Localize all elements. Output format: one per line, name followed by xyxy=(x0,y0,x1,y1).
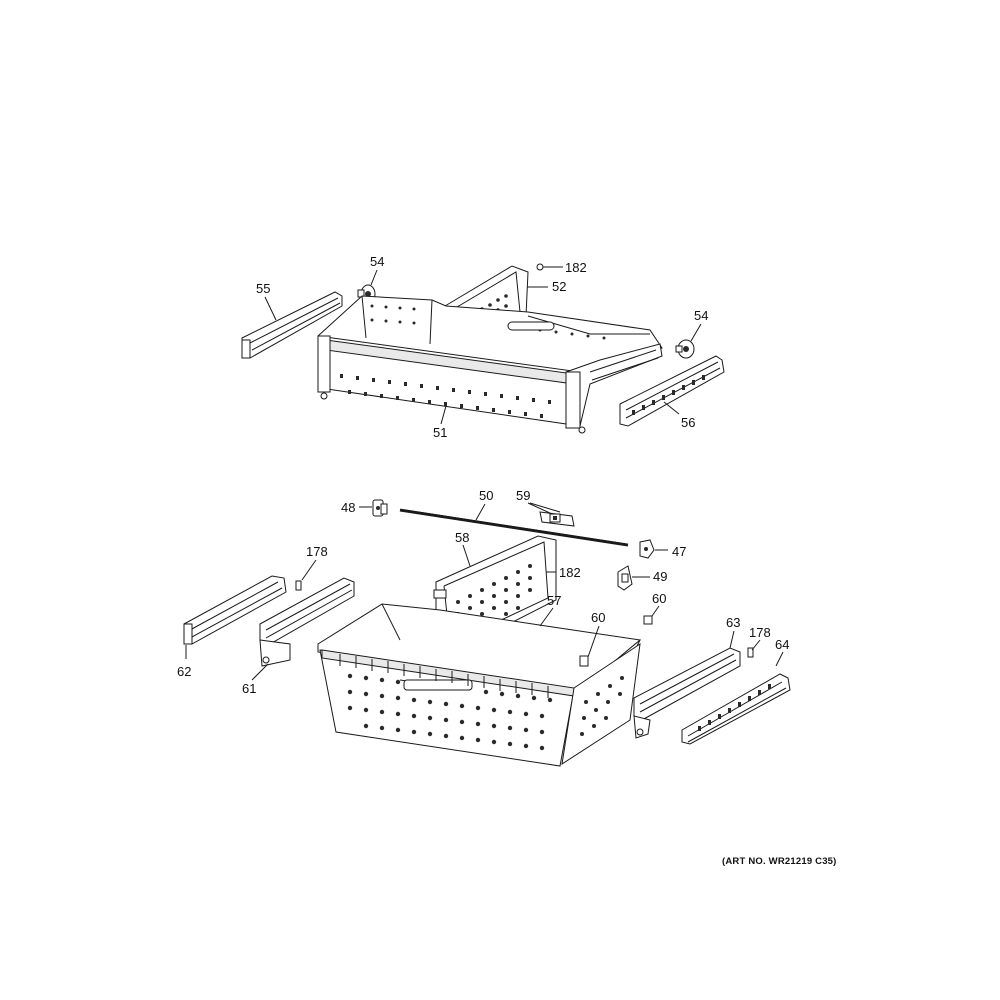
callout-178-left: 178 xyxy=(306,544,328,559)
callout-48: 48 xyxy=(341,500,355,515)
callout-182-upper: 182 xyxy=(565,260,587,275)
part-60-stop-basket xyxy=(579,655,589,667)
callout-labels: 55 54 182 52 54 51 56 48 50 59 47 178 58… xyxy=(177,254,789,696)
part-56-right-rail xyxy=(619,355,725,427)
callout-63: 63 xyxy=(726,615,740,630)
callout-182-lower: 182 xyxy=(559,565,581,580)
callout-57: 57 xyxy=(547,593,561,608)
part-178-screw-left xyxy=(295,580,302,591)
part-57-lower-basket xyxy=(317,603,642,767)
callout-54-left: 54 xyxy=(370,254,384,269)
part-64-right-rail xyxy=(681,673,791,745)
part-63-right-slide xyxy=(633,647,741,739)
part-55-left-rail xyxy=(241,291,343,359)
callout-60-upper: 60 xyxy=(652,591,666,606)
part-50-rod xyxy=(399,507,629,547)
callout-61: 61 xyxy=(242,681,256,696)
part-47-end-cap xyxy=(639,539,655,559)
callout-59: 59 xyxy=(516,488,530,503)
part-59-clips xyxy=(539,511,575,527)
part-182-screw-upper xyxy=(536,263,549,271)
callout-52: 52 xyxy=(552,279,566,294)
part-61-left-slide xyxy=(259,577,355,667)
part-60-stop xyxy=(643,615,653,625)
part-48-end-cap xyxy=(372,499,388,517)
part-54-roller-right xyxy=(675,339,695,359)
part-62-left-rail xyxy=(183,575,287,645)
callout-60-lower: 60 xyxy=(591,610,605,625)
callout-50: 50 xyxy=(479,488,493,503)
callout-54-right: 54 xyxy=(694,308,708,323)
callout-47: 47 xyxy=(672,544,686,559)
callout-49: 49 xyxy=(653,569,667,584)
part-178-screw-right xyxy=(747,647,754,658)
part-49-latch xyxy=(617,565,633,591)
callout-56: 56 xyxy=(681,415,695,430)
callout-55: 55 xyxy=(256,281,270,296)
part-51-upper-drawer xyxy=(317,295,663,434)
callout-178-right: 178 xyxy=(749,625,771,640)
callout-64: 64 xyxy=(775,637,789,652)
leader-lines xyxy=(185,266,784,681)
callout-58: 58 xyxy=(455,530,469,545)
callout-62: 62 xyxy=(177,664,191,679)
art-number: (ART NO. WR21219 C35) xyxy=(722,856,837,867)
callout-51: 51 xyxy=(433,425,447,440)
